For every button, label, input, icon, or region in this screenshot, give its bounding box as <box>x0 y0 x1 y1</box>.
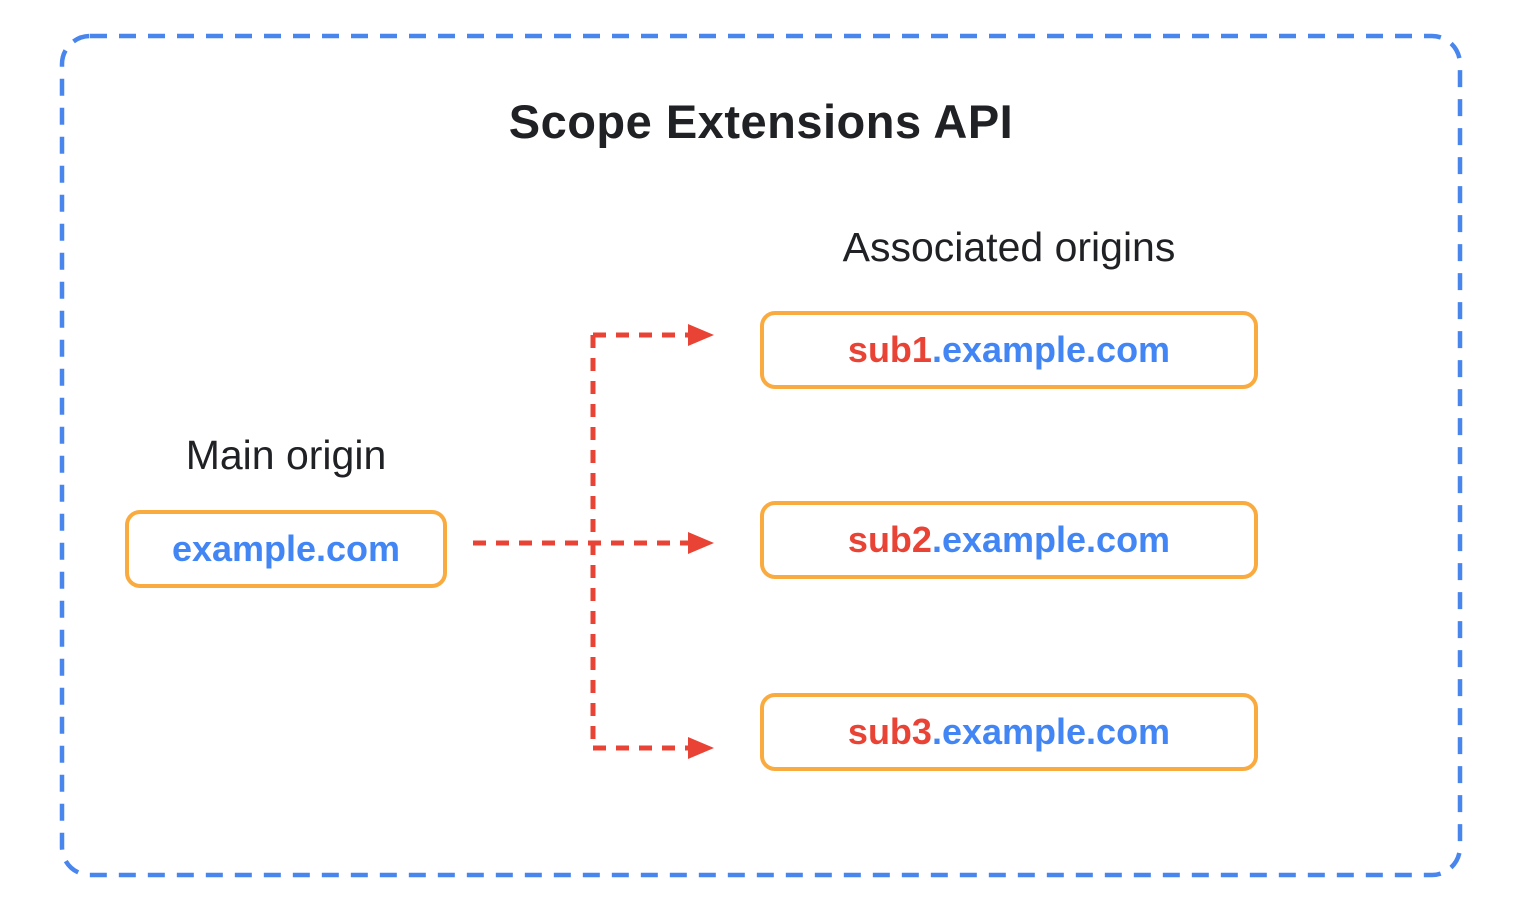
sub1-subdomain: sub1 <box>847 329 932 370</box>
associated-origin-box-sub1: sub1.example.com <box>760 311 1258 389</box>
main-origin-box: example.com <box>125 510 447 588</box>
diagram-title: Scope Extensions API <box>508 95 1014 148</box>
associated-origin-box-sub3: sub3.example.com <box>760 693 1258 771</box>
main-origin-domain: example.com <box>171 528 401 569</box>
sub3-domain-suffix: .example.com <box>931 711 1171 752</box>
main-origin-label: Main origin <box>185 432 387 478</box>
sub2-subdomain: sub2 <box>847 519 932 560</box>
associated-origin-box-sub2: sub2.example.com <box>760 501 1258 579</box>
arrowhead-top-icon <box>688 324 714 346</box>
sub2-domain-suffix: .example.com <box>931 519 1171 560</box>
sub1-domain-suffix: .example.com <box>931 329 1171 370</box>
associated-origins-label: Associated origins <box>842 224 1176 270</box>
arrowhead-middle-icon <box>688 532 714 554</box>
arrowhead-bottom-icon <box>688 737 714 759</box>
sub3-subdomain: sub3 <box>847 711 932 752</box>
